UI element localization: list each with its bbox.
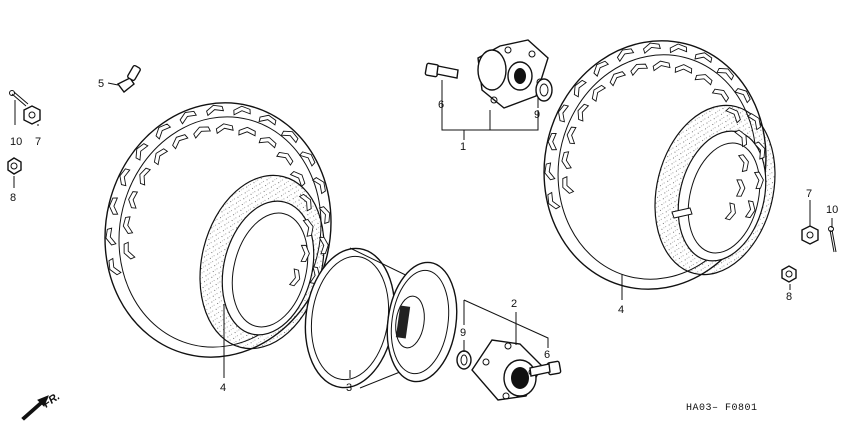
front-direction-label: FR. xyxy=(41,390,62,410)
callout-6-bottom: 6 xyxy=(544,349,550,361)
callout-3: 3 xyxy=(346,382,352,394)
callout-9-bottom: 9 xyxy=(460,327,466,339)
hub-bolt-bottom xyxy=(529,360,562,377)
callout-7-right: 7 xyxy=(806,188,812,200)
callouts: 5 6 9 1 10 7 8 7 10 8 2 9 6 4 4 3 xyxy=(10,78,838,394)
oil-seal-top xyxy=(535,78,553,102)
callout-9-top: 9 xyxy=(534,109,540,121)
callout-7-left: 7 xyxy=(35,136,41,148)
left-tire xyxy=(103,102,333,358)
callout-4-left: 4 xyxy=(220,382,226,394)
figure-code: HA03– F0801 xyxy=(686,403,758,414)
callout-1: 1 xyxy=(460,141,466,153)
cotter-pin-left xyxy=(9,90,29,107)
oil-seal-bottom xyxy=(456,350,472,370)
callout-10-right: 10 xyxy=(826,204,838,216)
wheel-rim xyxy=(304,247,458,389)
hub-nut-right xyxy=(781,265,797,283)
callout-10-left: 10 xyxy=(10,136,22,148)
callout-2: 2 xyxy=(511,298,517,310)
hub-top xyxy=(477,39,549,109)
hub-nut-left xyxy=(7,157,22,175)
tire-valve xyxy=(116,64,141,93)
hub-bottom xyxy=(471,339,543,401)
castle-nut-right xyxy=(801,225,819,245)
callout-5: 5 xyxy=(98,78,104,90)
cotter-pin-right xyxy=(828,226,837,253)
callout-4-right: 4 xyxy=(618,304,624,316)
hub-bolt-top xyxy=(424,62,459,79)
callout-6-top: 6 xyxy=(438,99,444,111)
callout-8-left: 8 xyxy=(10,192,16,204)
castle-nut-left xyxy=(23,105,41,125)
callout-8-right: 8 xyxy=(786,291,792,303)
leader-lines xyxy=(13,80,833,378)
front-direction-arrow: FR. xyxy=(21,390,62,421)
right-tire xyxy=(542,40,776,290)
